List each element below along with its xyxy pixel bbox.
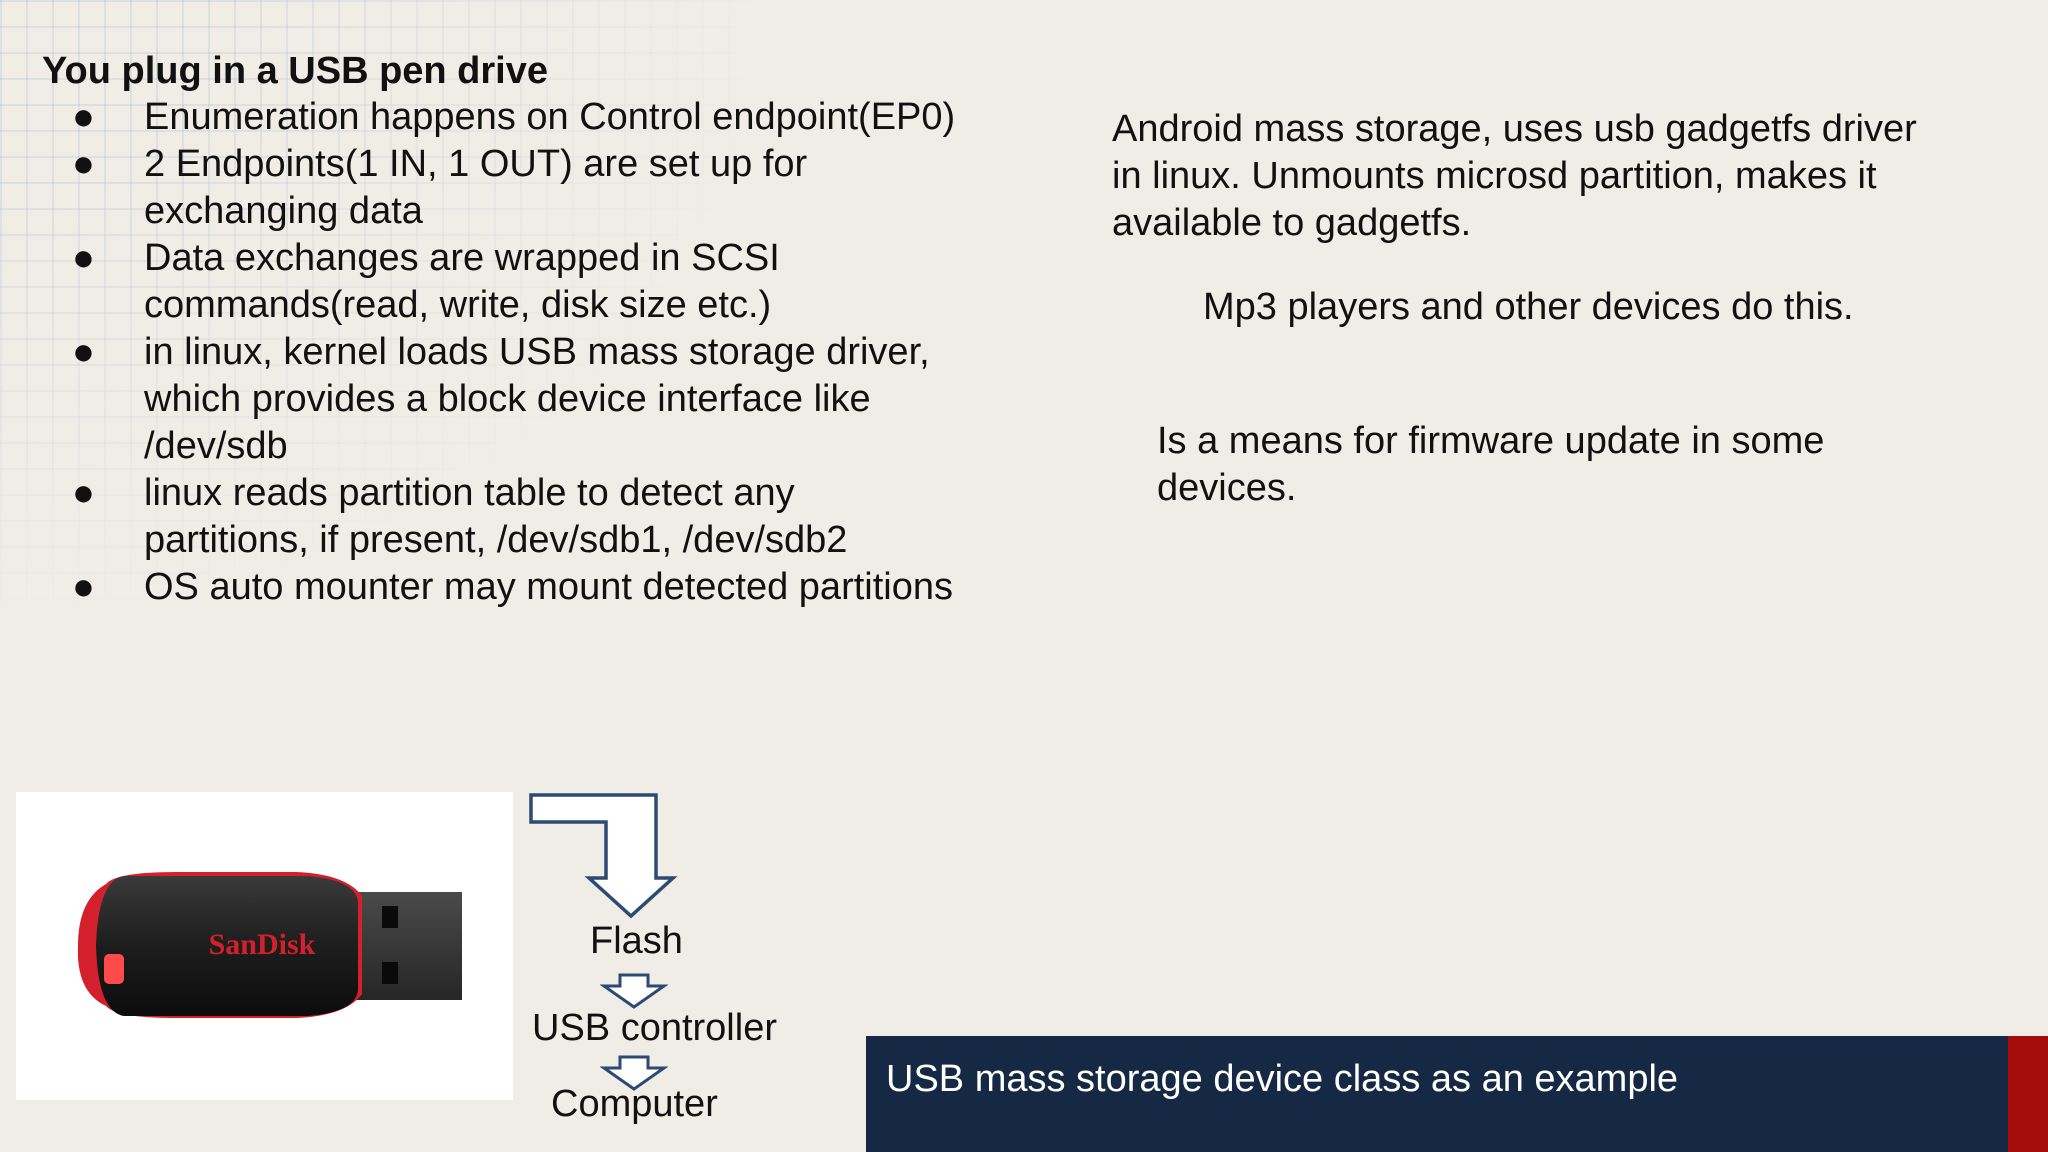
- bullet-dot: ●: [72, 143, 95, 185]
- note-line: Is a means for firmware update in some: [1157, 420, 1825, 462]
- bullet-section: You plug in a USB pen drive ● Enumeratio…: [42, 48, 1022, 611]
- flow-label-computer: Computer: [551, 1083, 718, 1125]
- android-note: Android mass storage, uses usb gadgetfs …: [1112, 106, 2012, 247]
- flow-label-flash: Flash: [590, 920, 683, 962]
- bullet-item: ● OS auto mounter may mount detected par…: [42, 564, 1022, 611]
- bullet-list: ● Enumeration happens on Control endpoin…: [42, 94, 1022, 611]
- bullet-item: ● Enumeration happens on Control endpoin…: [42, 94, 1022, 141]
- note-line: available to gadgetfs.: [1112, 202, 1472, 244]
- note-line: devices.: [1157, 467, 1297, 509]
- firmware-note: Is a means for firmware update in some d…: [1157, 418, 1917, 512]
- note-line: in linux. Unmounts microsd partition, ma…: [1112, 155, 1877, 197]
- bullet-line: Enumeration happens on Control endpoint(…: [144, 96, 956, 138]
- flow-label-usb-controller: USB controller: [532, 1007, 777, 1049]
- note-line: Mp3 players and other devices do this.: [1203, 286, 1854, 328]
- bullet-item: ● 2 Endpoints(1 IN, 1 OUT) are set up fo…: [42, 141, 1022, 235]
- bullet-line: 2 Endpoints(1 IN, 1 OUT) are set up for: [144, 143, 808, 185]
- brand-text: SanDisk: [209, 928, 316, 961]
- slide-heading: You plug in a USB pen drive: [42, 50, 549, 92]
- arrow-down-icon: [600, 973, 668, 1009]
- usb-drive-icon: SanDisk: [77, 872, 462, 1018]
- bullet-line: Data exchanges are wrapped in SCSI: [144, 237, 780, 279]
- bullet-item: ● linux reads partition table to detect …: [42, 470, 1022, 564]
- bullet-dot: ●: [72, 237, 95, 279]
- arrow-down-icon: [600, 1055, 668, 1091]
- slide-title: USB mass storage device class as an exam…: [886, 1058, 1679, 1100]
- bullet-item: ● in linux, kernel loads USB mass storag…: [42, 329, 1022, 470]
- bullet-dot: ●: [72, 96, 95, 138]
- arrow-down-right-icon: [529, 793, 678, 919]
- grid-decoration: [0, 0, 780, 630]
- bullet-line: which provides a block device interface …: [144, 378, 871, 420]
- bullet-line: exchanging data: [144, 190, 423, 232]
- bullet-dot: ●: [72, 331, 95, 373]
- slide-title-bar: USB mass storage device class as an exam…: [866, 1036, 2010, 1152]
- note-line: Android mass storage, uses usb gadgetfs …: [1112, 108, 1917, 150]
- bullet-dot: ●: [72, 566, 95, 608]
- bullet-line: linux reads partition table to detect an…: [144, 472, 795, 514]
- bullet-line: /dev/sdb: [144, 425, 288, 467]
- bullet-line: commands(read, write, disk size etc.): [144, 284, 772, 326]
- usb-drive-photo: SanDisk: [16, 792, 513, 1100]
- bullet-line: OS auto mounter may mount detected parti…: [144, 566, 953, 608]
- bullet-dot: ●: [72, 472, 95, 514]
- bullet-item: ● Data exchanges are wrapped in SCSI com…: [42, 235, 1022, 329]
- mp3-note: Mp3 players and other devices do this.: [1203, 284, 1854, 331]
- bullet-line: partitions, if present, /dev/sdb1, /dev/…: [144, 519, 848, 561]
- red-accent-bar: [2008, 1036, 2048, 1152]
- bullet-line: in linux, kernel loads USB mass storage …: [144, 331, 930, 373]
